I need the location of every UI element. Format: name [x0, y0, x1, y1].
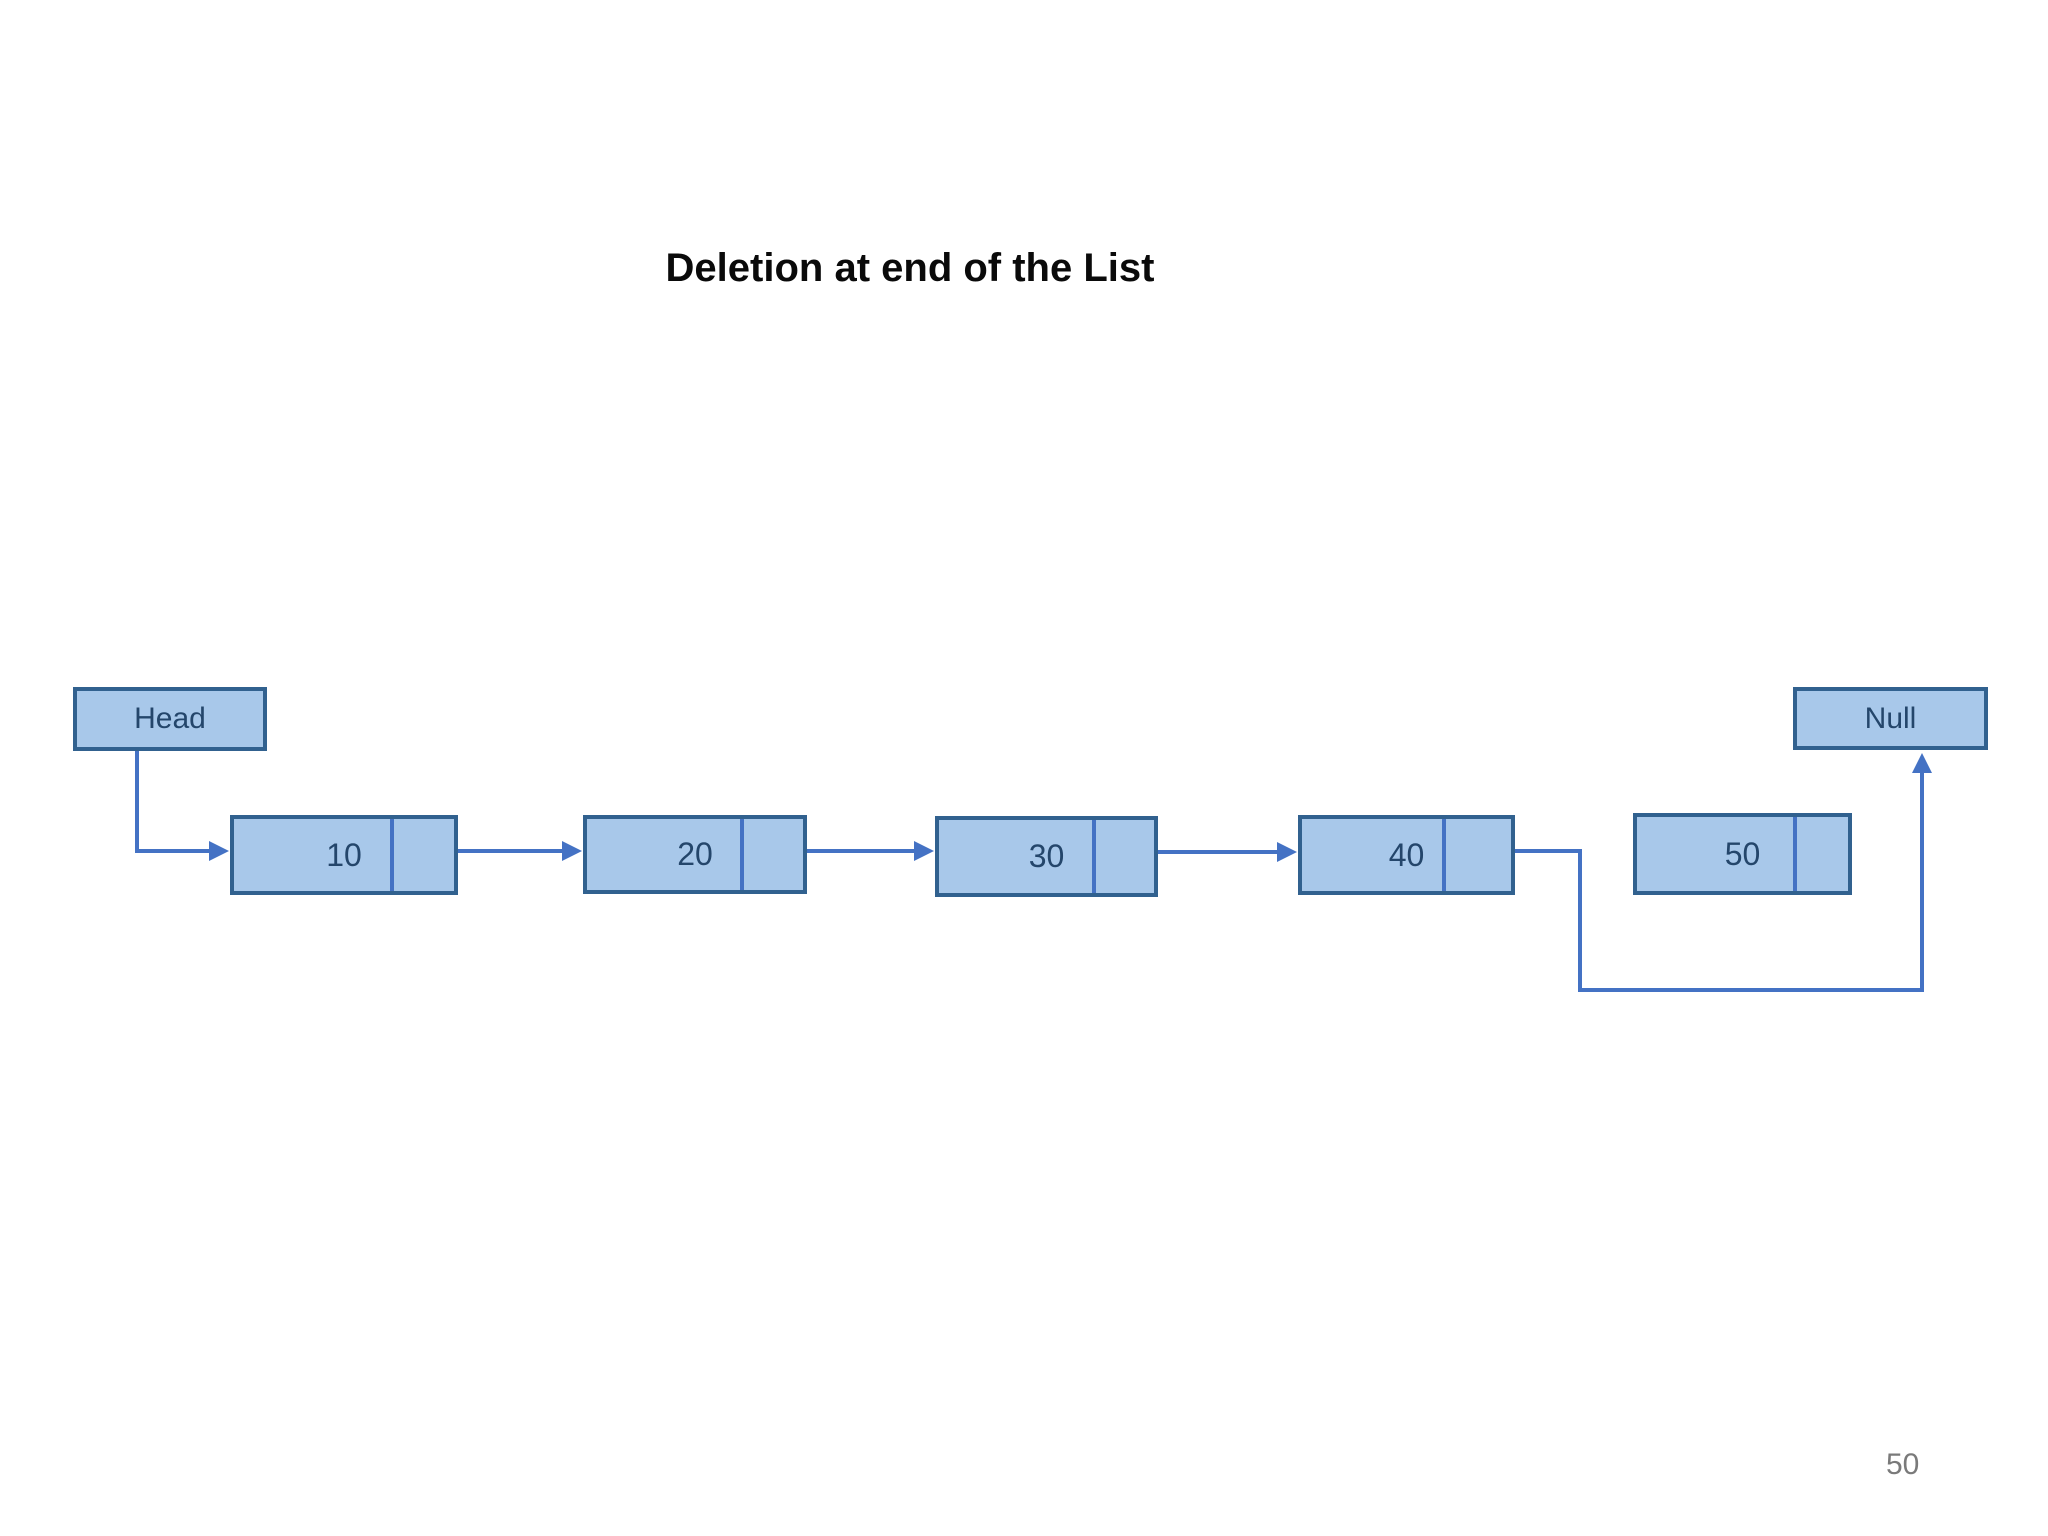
connector-head-to-node-10 — [135, 751, 229, 861]
node-30: 30 — [935, 816, 1158, 897]
node-20: 20 — [583, 815, 807, 894]
head-box: Head — [73, 687, 267, 751]
page-number: 50 — [1886, 1448, 1920, 1481]
null-label: Null — [1864, 701, 1917, 735]
node-10-pointer-divider — [390, 819, 395, 891]
node-50-value: 50 — [1724, 835, 1761, 872]
slide-title: Deletion at end of the List — [665, 246, 1155, 290]
null-box: Null — [1793, 687, 1988, 750]
node-20-pointer-divider — [740, 819, 745, 890]
node-20-value: 20 — [677, 836, 713, 872]
node-50-pointer-divider — [1793, 817, 1798, 891]
node-10-value: 10 — [326, 836, 362, 873]
node-30-value: 30 — [1028, 838, 1065, 874]
node-40-pointer-divider — [1442, 819, 1447, 891]
node-40: 40 — [1298, 815, 1515, 895]
node-50: 50 — [1633, 813, 1852, 895]
head-label: Head — [134, 702, 206, 735]
node-30-pointer-divider — [1091, 820, 1096, 893]
node-40-value: 40 — [1388, 836, 1425, 873]
node-10: 10 — [230, 815, 458, 895]
